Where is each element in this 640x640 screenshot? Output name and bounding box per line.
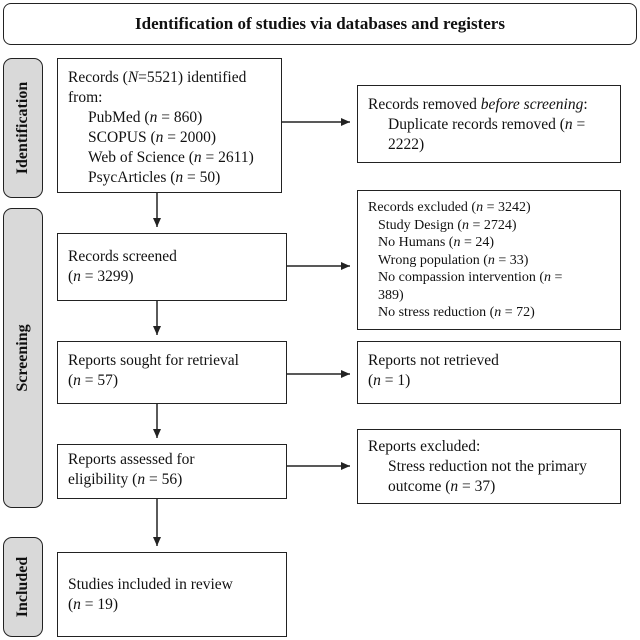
excluded-no-stress-reduction: No stress reduction (n = 72) bbox=[378, 305, 535, 320]
source-web-of-science: Web of Science (n = 2611) bbox=[88, 149, 254, 166]
reports-not-retrieved-box: Reports not retrieved (n = 1) bbox=[357, 341, 621, 404]
records-screened-box: Records screened (n = 3299) bbox=[57, 233, 287, 301]
included-label: Included bbox=[3, 537, 43, 637]
records-identified-box: Records (N=5521) identified from: PubMed… bbox=[57, 58, 282, 193]
excluded-wrong-population: Wrong population (n = 33) bbox=[378, 252, 529, 268]
excluded-no-humans: No Humans (n = 24) bbox=[378, 235, 495, 250]
header-title: Identification of studies via databases … bbox=[135, 14, 505, 33]
records-excluded-box: Records excluded (n = 3242) Study Design… bbox=[357, 190, 621, 330]
reports-sought-box: Reports sought for retrieval (n = 57) bbox=[57, 341, 287, 404]
studies-included-box: Studies included in review (n = 19) bbox=[57, 552, 287, 637]
identification-label: Identification bbox=[3, 58, 43, 198]
reports-assessed-box: Reports assessed for eligibility (n = 56… bbox=[57, 444, 287, 499]
reports-excluded-box: Reports excluded: Stress reduction not t… bbox=[357, 429, 621, 504]
screening-label: Screening bbox=[3, 208, 43, 508]
source-scopus: SCOPUS (n = 2000) bbox=[88, 129, 217, 146]
excluded-no-compassion: No compassion intervention (n = bbox=[378, 270, 563, 285]
excluded-study-design: Study Design (n = 2724) bbox=[378, 217, 517, 233]
records-removed-box: Records removed before screening: Duplic… bbox=[357, 85, 621, 163]
source-psycarticles: PsycArticles (n = 50) bbox=[88, 169, 221, 186]
source-pubmed: PubMed (n = 860) bbox=[88, 109, 203, 126]
header-box: Identification of studies via databases … bbox=[3, 3, 637, 45]
